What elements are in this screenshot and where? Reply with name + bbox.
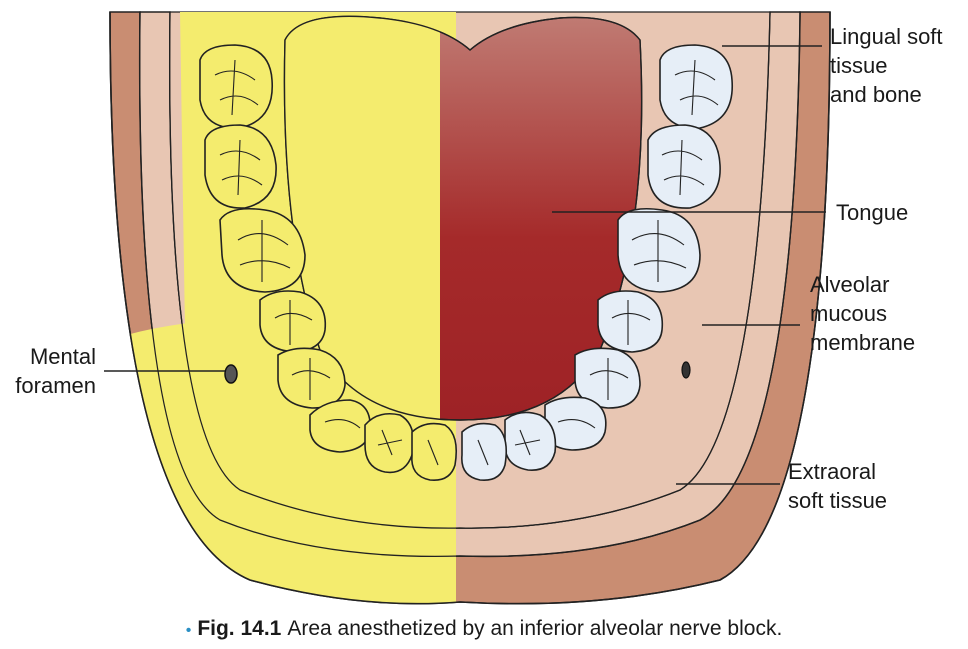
label-lingual-soft-tissue: Lingual soft tissue and bone bbox=[830, 24, 943, 107]
teeth-right-unanesthetized bbox=[461, 44, 733, 482]
caption-bullet: • bbox=[185, 622, 192, 639]
mental-foramen-left bbox=[224, 364, 238, 384]
tooth bbox=[597, 290, 664, 353]
tooth bbox=[259, 290, 327, 353]
label-mental-foramen: Mental foramen bbox=[15, 344, 96, 398]
caption-text: Area anesthetized by an inferior alveola… bbox=[287, 617, 783, 640]
teeth-left-anesthetized bbox=[199, 44, 458, 482]
tooth bbox=[411, 422, 458, 482]
caption-figure-number: Fig. 14.1 bbox=[197, 617, 282, 640]
tooth bbox=[461, 422, 508, 482]
tooth bbox=[647, 124, 721, 209]
tooth bbox=[504, 411, 557, 471]
tooth bbox=[617, 207, 701, 293]
tooth bbox=[309, 399, 371, 453]
label-alveolar-mucous-membrane: Alveolar mucous membrane bbox=[810, 272, 916, 355]
label-tongue: Tongue bbox=[836, 200, 909, 225]
mental-foramen-right bbox=[681, 361, 691, 379]
label-extraoral-soft-tissue: Extraoral soft tissue bbox=[788, 459, 888, 513]
tooth bbox=[277, 347, 346, 409]
tooth bbox=[199, 44, 273, 129]
tooth bbox=[204, 124, 277, 209]
tooth bbox=[659, 44, 733, 129]
